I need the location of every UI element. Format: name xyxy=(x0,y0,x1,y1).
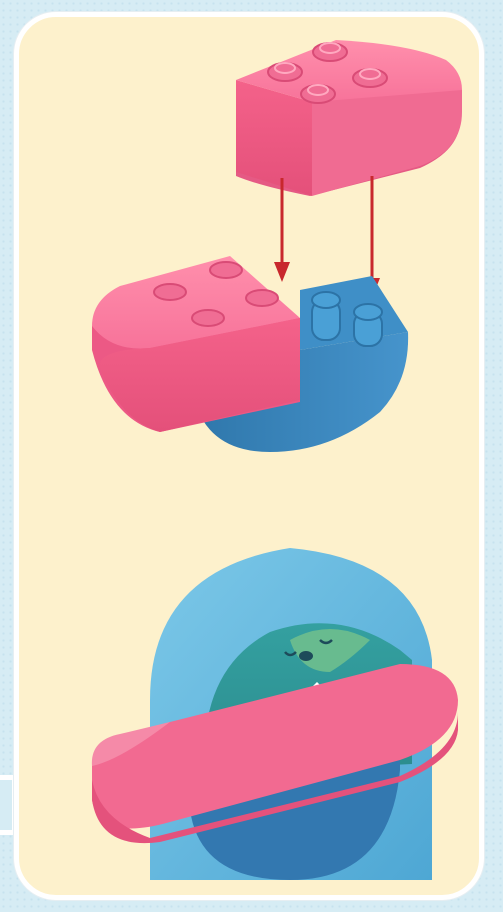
pink-2x2-brick-placed xyxy=(92,256,300,432)
pink-2x2-brick-top xyxy=(236,40,462,196)
down-arrow-left xyxy=(274,178,290,282)
